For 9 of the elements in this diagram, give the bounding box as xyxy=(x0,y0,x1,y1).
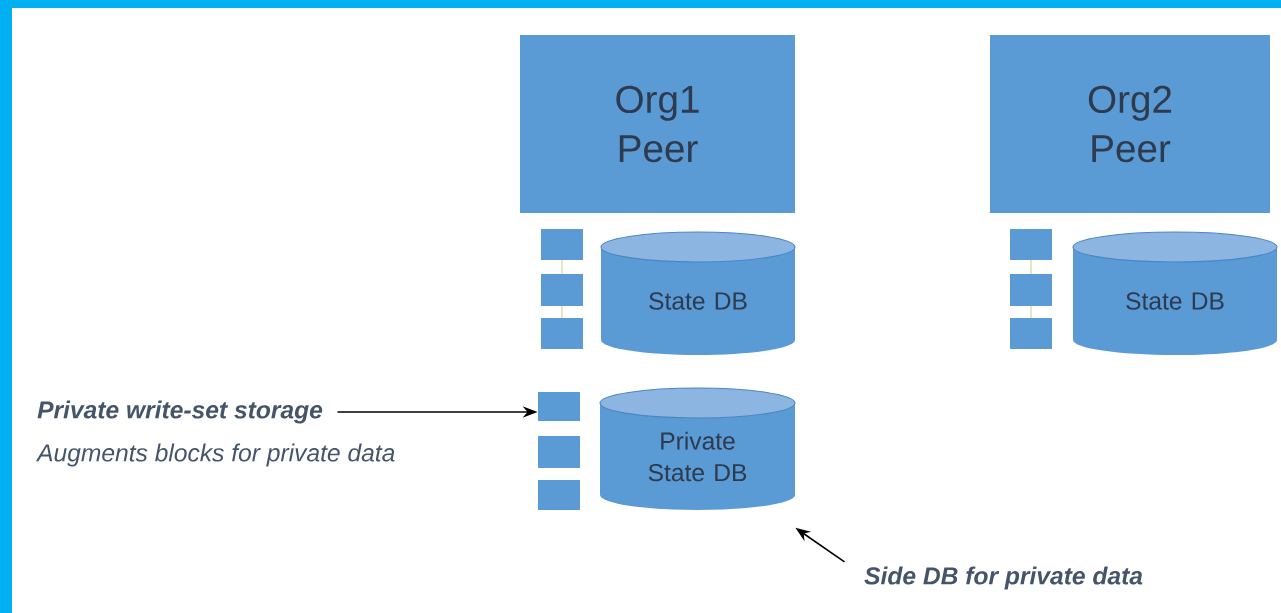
database-cylinder: State DB xyxy=(600,231,796,355)
note-text: Private write-set storage xyxy=(37,400,323,424)
peer-box: Org1 Peer xyxy=(520,35,795,213)
database-cylinder: Private State DB xyxy=(599,387,796,510)
block xyxy=(538,392,580,421)
note-text: Augments blocks for private data xyxy=(35,443,395,467)
peer-box: Org2 Peer xyxy=(990,35,1270,213)
database-cylinder: State DB xyxy=(1072,231,1278,355)
note-text: Side DB for private data xyxy=(864,566,1143,590)
